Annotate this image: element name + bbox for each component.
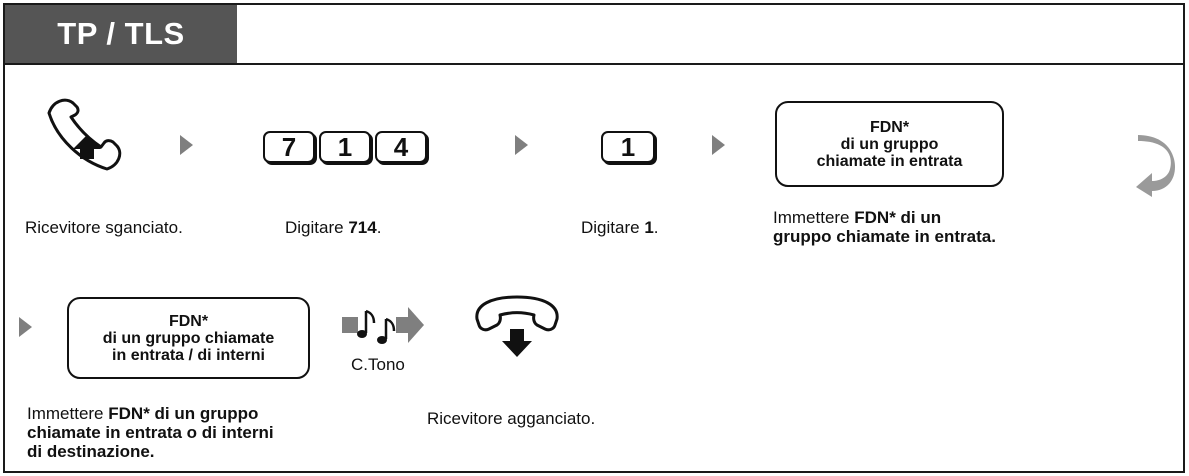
- caption-bold: FDN* di un: [854, 208, 942, 227]
- key-4: 4: [375, 131, 427, 163]
- header-divider: [5, 63, 1183, 65]
- fdn-destination-box: FDN* di un gruppo chiamate in entrata / …: [67, 297, 310, 379]
- fdn-incoming-group-box: FDN* di un gruppo chiamate in entrata: [775, 101, 1004, 187]
- tone-label: C.Tono: [351, 355, 405, 374]
- fdn-box-line: FDN*: [168, 312, 209, 330]
- caption-enter-fdn: Immettere FDN* di un gruppo chiamate in …: [773, 208, 996, 246]
- key-1: 1: [319, 131, 371, 163]
- music-note-icon: [338, 303, 424, 354]
- caption-text: Digitare: [581, 218, 645, 237]
- caption-bold: 1: [644, 218, 654, 237]
- fdn-box-line: di un gruppo: [840, 135, 939, 153]
- caption-text: .: [376, 218, 382, 237]
- caption-enter-destination: Immettere FDN* di un gruppo chiamate in …: [27, 404, 274, 461]
- page-title: TP / TLS: [57, 16, 185, 51]
- handset-offhook-icon: [43, 95, 133, 180]
- key-7: 7: [263, 131, 315, 163]
- caption-text: .: [653, 218, 659, 237]
- step-arrow: [180, 135, 193, 155]
- caption-dial-714: Digitare 714.: [285, 218, 381, 237]
- caption-bold: di destinazione.: [27, 442, 155, 461]
- procedure-frame: TP / TLS 7 1 4 1 FDN* di un gruppo chiam…: [3, 3, 1185, 473]
- header-tab: [5, 5, 237, 63]
- caption-text: Immettere: [27, 404, 109, 423]
- caption-bold: 714: [348, 218, 377, 237]
- fdn-box-line: di un gruppo chiamate: [102, 329, 275, 347]
- caption-bold: gruppo chiamate in entrata.: [773, 227, 996, 246]
- fdn-box-line: chiamate in entrata: [816, 152, 963, 170]
- fdn-box-line: FDN*: [869, 118, 910, 136]
- step-arrow: [19, 317, 32, 337]
- step-arrow: [515, 135, 528, 155]
- caption-text: Immettere: [773, 208, 855, 227]
- caption-dial-1: Digitare 1.: [581, 218, 659, 237]
- continue-curved-arrow-icon: [1134, 135, 1176, 204]
- fdn-box-line: in entrata / di interni: [112, 346, 265, 364]
- caption-text: Digitare: [285, 218, 349, 237]
- caption-offhook: Ricevitore sganciato.: [25, 218, 183, 237]
- handset-onhook-icon: [471, 291, 563, 372]
- key-1-single: 1: [601, 131, 655, 163]
- step-arrow: [712, 135, 725, 155]
- caption-bold: FDN* di un gruppo: [108, 404, 259, 423]
- caption-onhook: Ricevitore agganciato.: [427, 409, 596, 428]
- caption-bold: chiamate in entrata o di interni: [27, 423, 274, 442]
